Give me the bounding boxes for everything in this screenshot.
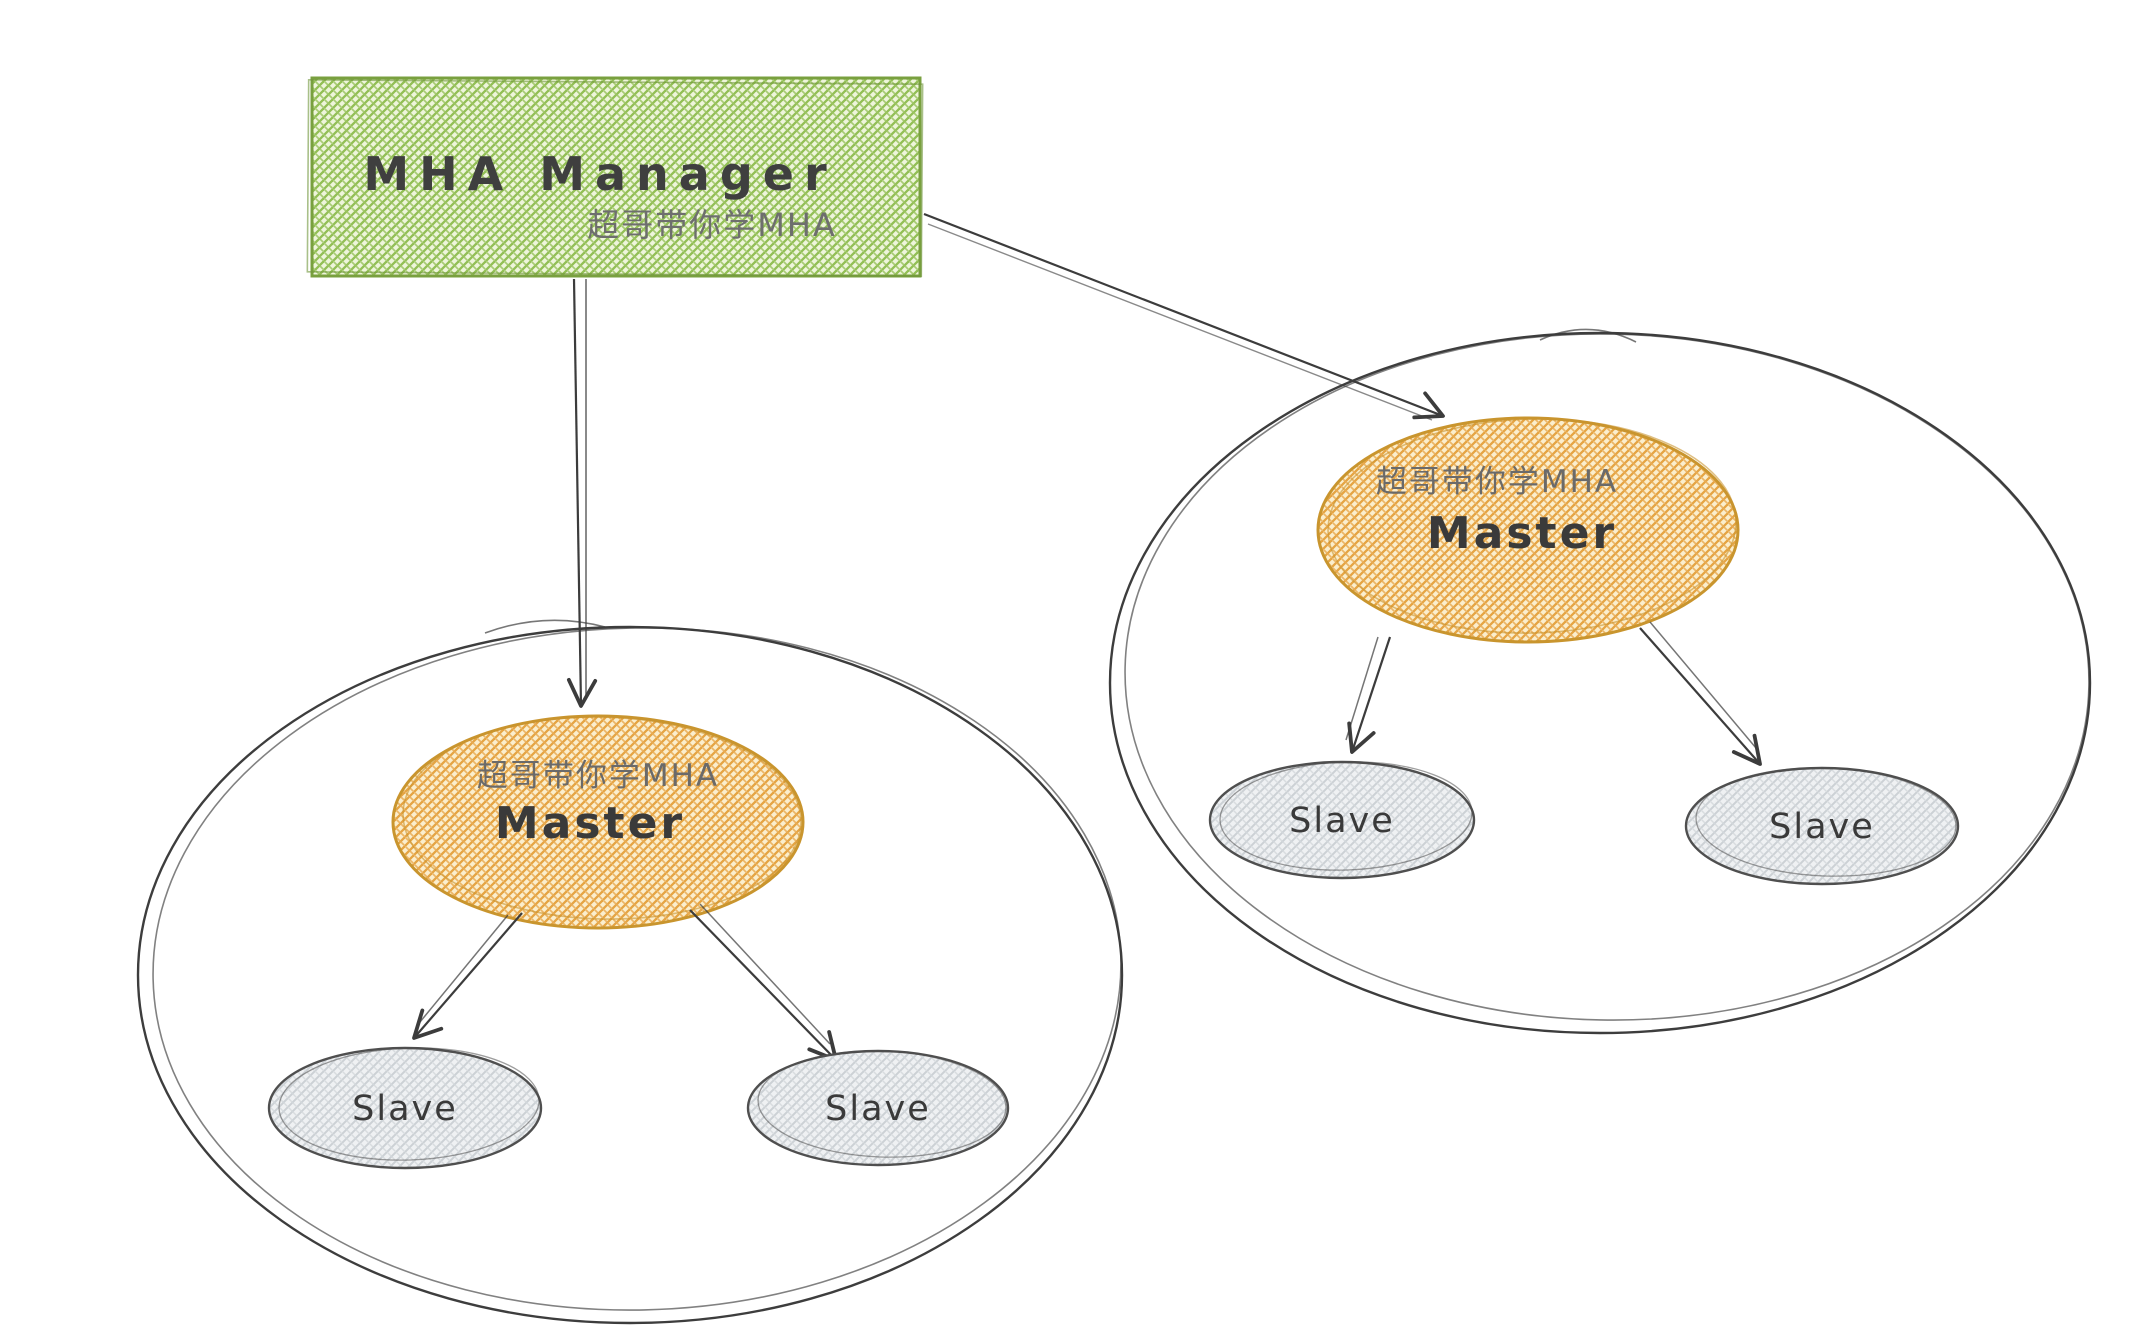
master-left-label: Master bbox=[495, 798, 685, 849]
manager-subtitle: 超哥带你学MHA bbox=[587, 206, 837, 244]
cluster-right-boundary bbox=[1108, 328, 2092, 1035]
arrow-manager-to-left-master bbox=[566, 278, 598, 708]
slave-node-right-2: Slave bbox=[1684, 766, 1960, 886]
arrow-right-master-to-slave2 bbox=[1639, 621, 1762, 766]
arrow-left-master-to-slave1 bbox=[412, 912, 523, 1040]
slave-right-1-label: Slave bbox=[1289, 801, 1395, 841]
master-node-left: 超哥带你学MHA Master bbox=[391, 714, 805, 930]
slave-node-left-2: Slave bbox=[746, 1049, 1010, 1167]
arrow-right-master-to-slave1 bbox=[1345, 636, 1392, 754]
slave-left-1-label: Slave bbox=[352, 1089, 458, 1129]
master-left-watermark: 超哥带你学MHA bbox=[477, 758, 719, 794]
arrow-left-master-to-slave2 bbox=[689, 903, 838, 1062]
master-right-label: Master bbox=[1427, 508, 1617, 559]
arrow-manager-to-right-master bbox=[923, 212, 1445, 421]
slave-node-right-1: Slave bbox=[1208, 760, 1476, 880]
mha-manager-box: MHA Manager 超哥带你学MHA bbox=[306, 76, 924, 278]
slave-node-left-1: Slave bbox=[267, 1046, 543, 1170]
slave-left-2-label: Slave bbox=[825, 1089, 931, 1129]
cluster-left-boundary bbox=[136, 619, 1124, 1325]
master-right-watermark: 超哥带你学MHA bbox=[1376, 464, 1618, 500]
manager-title: MHA Manager bbox=[363, 147, 836, 201]
slave-right-2-label: Slave bbox=[1769, 807, 1875, 847]
master-node-right: 超哥带你学MHA Master bbox=[1316, 416, 1740, 644]
